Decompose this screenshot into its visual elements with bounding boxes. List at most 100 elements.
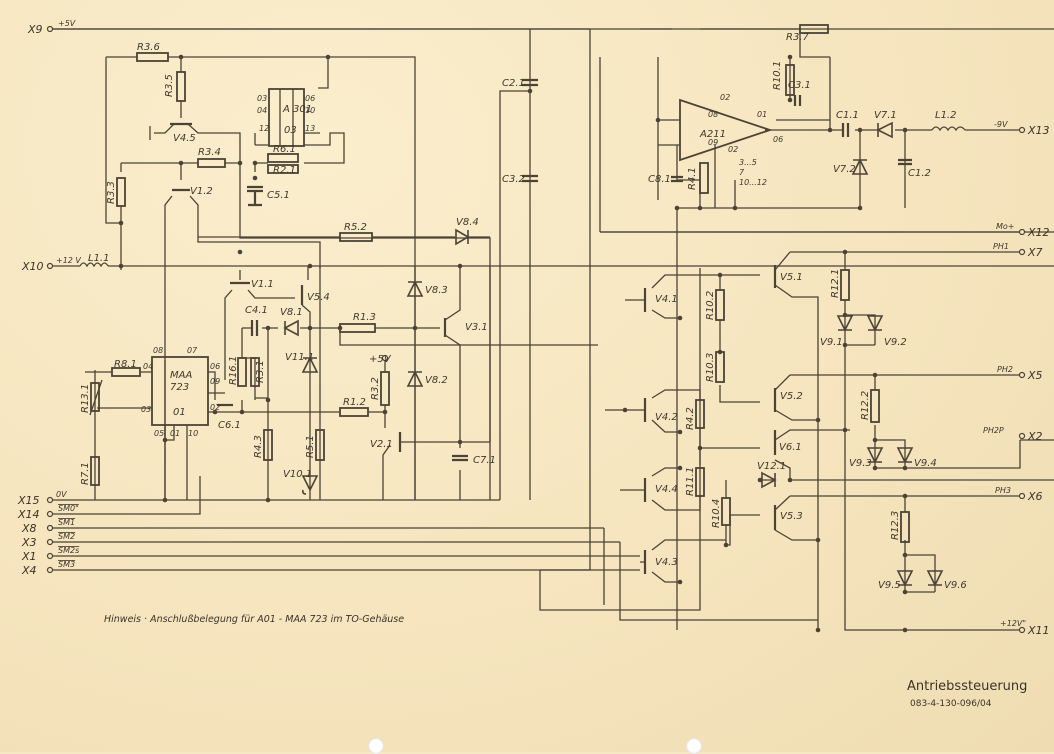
label-c7-1: C7.1 bbox=[473, 455, 496, 466]
label-a211-p02: 02 bbox=[728, 145, 738, 154]
label-a211: A211 bbox=[699, 129, 726, 140]
label-maa-p07: 07 bbox=[187, 346, 198, 355]
label-r16-1: R16.1 bbox=[228, 356, 239, 385]
diode-v8-3 bbox=[406, 280, 424, 297]
terminal-x12-id: X12 bbox=[1027, 226, 1050, 239]
diode-v9-6 bbox=[926, 570, 944, 587]
resistor-r11-1 bbox=[695, 467, 705, 497]
capacitor-c3-2 bbox=[522, 174, 538, 183]
label-c6-1: C6.1 bbox=[218, 420, 241, 431]
label-maa-p10: 10 bbox=[188, 429, 198, 438]
resistor-r12-1 bbox=[840, 269, 850, 301]
label-c1-2: C1.2 bbox=[908, 168, 931, 179]
terminal-x5-id: X5 bbox=[1027, 369, 1043, 382]
label-maa-p09: 09 bbox=[210, 377, 220, 386]
label-a211-p09: 09 bbox=[708, 138, 718, 147]
terminal-x13-signal: -9V bbox=[994, 120, 1008, 129]
terminal-x11-id: X11 bbox=[1027, 624, 1050, 637]
label-a211-p06: 06 bbox=[773, 135, 783, 144]
diode-v9-1 bbox=[836, 315, 854, 332]
resistor-r6-1 bbox=[267, 153, 299, 163]
label-maa-p05: 05 bbox=[154, 429, 164, 438]
label-c3-2: C3.2 bbox=[502, 174, 525, 185]
label-a211-gnd-1: 7 bbox=[739, 168, 745, 177]
label-r10-4: R10.4 bbox=[711, 499, 722, 528]
label-c8-1: C8.1 bbox=[648, 174, 671, 185]
label-v8-1: V8.1 bbox=[280, 307, 303, 318]
terminal-x11-signal: +12V" bbox=[1000, 619, 1026, 628]
resistor-r5-2 bbox=[339, 232, 373, 242]
terminal-x14-id: X14 bbox=[17, 508, 40, 521]
label-r8-1: R8.1 bbox=[114, 359, 137, 370]
label-a301: A 301 bbox=[282, 104, 312, 115]
label-v4-2: V4.2 bbox=[655, 412, 678, 423]
label-v12-1: V12.1 bbox=[757, 461, 786, 472]
label-maa723: MAA bbox=[170, 370, 192, 381]
terminal-x6-signal: PH3 bbox=[995, 486, 1011, 495]
label-v4-4: V4.4 bbox=[655, 484, 678, 495]
label-v5-1: V5.1 bbox=[780, 272, 803, 283]
label-v9-6: V9.6 bbox=[944, 580, 967, 591]
label-l1-1: L1.1 bbox=[88, 253, 109, 264]
label-maa-p06: 06 bbox=[210, 362, 220, 371]
label-v4-3: V4.3 bbox=[655, 557, 678, 568]
capacitor-c8-1 bbox=[671, 175, 683, 183]
capacitor-c5-1 bbox=[247, 185, 263, 207]
label-v7-1: V7.1 bbox=[874, 110, 897, 121]
label-v9-4: V9.4 bbox=[914, 458, 937, 469]
label-r3-4: R3.4 bbox=[198, 147, 221, 158]
terminal-x12-signal: Mo+ bbox=[996, 222, 1015, 231]
resistor-r3-2 bbox=[380, 371, 390, 406]
label-maa-p02: 02 bbox=[210, 403, 220, 412]
label-c4-1: C4.1 bbox=[245, 305, 268, 316]
capacitor-c7-1 bbox=[452, 454, 468, 462]
label-r6-1: R6.1 bbox=[273, 144, 296, 155]
resistor-r3-4 bbox=[197, 158, 226, 168]
terminal-x15-signal: 0V bbox=[56, 490, 67, 499]
label-v8-3: V8.3 bbox=[425, 285, 448, 296]
pin-assignment-note: Hinweis · Anschlußbelegung für A01 - MAA… bbox=[104, 614, 404, 625]
diode-v8-4 bbox=[455, 228, 470, 246]
resistor-r10-4 bbox=[721, 497, 731, 526]
resistor-r10-3 bbox=[715, 351, 725, 383]
label-v10-1: V10.1 bbox=[283, 469, 312, 480]
resistor-r8-1 bbox=[111, 367, 141, 377]
resistor-r5-1 bbox=[315, 429, 325, 461]
label-r10-2: R10.2 bbox=[705, 291, 716, 320]
label-r12-3: R12.3 bbox=[890, 511, 901, 540]
diode-v9-4 bbox=[896, 447, 914, 464]
component-labels: R3.6 R3.5 V4.5 R3.4 R3.3 V1.2 L1.1 A 301… bbox=[80, 32, 967, 591]
label-a211-p02top: 02 bbox=[720, 93, 730, 102]
terminal-x4-signal: SM3 bbox=[58, 560, 75, 569]
diode-v9-3 bbox=[866, 447, 884, 464]
transistors bbox=[170, 122, 777, 574]
label-r2-1: R2.1 bbox=[273, 165, 296, 176]
label-v9-5: V9.5 bbox=[878, 580, 901, 591]
label-plus5v-local: +5V bbox=[369, 354, 392, 365]
label-r3-6: R3.6 bbox=[137, 42, 160, 53]
diode-v8-2 bbox=[406, 370, 424, 387]
resistor-r12-2 bbox=[870, 389, 880, 423]
resistor-r10-2 bbox=[715, 289, 725, 321]
label-a301-p12: 12 bbox=[259, 124, 269, 133]
capacitors bbox=[217, 78, 912, 462]
label-r7-1: R7.1 bbox=[80, 462, 91, 485]
label-r3-2: R3.2 bbox=[370, 377, 381, 400]
label-v8-4: V8.4 bbox=[456, 217, 479, 228]
label-v4-1: V4.1 bbox=[655, 294, 678, 305]
label-maa723-num: 723 bbox=[170, 382, 189, 393]
terminal-x9-signal: +5V bbox=[58, 19, 76, 28]
punch-hole-left bbox=[368, 738, 384, 754]
label-maa723-sub: 01 bbox=[173, 407, 186, 418]
terminal-circles bbox=[46, 25, 1026, 634]
resistor-r7-1 bbox=[90, 456, 100, 486]
label-v9-3: V9.3 bbox=[849, 458, 872, 469]
ic-maa723 bbox=[151, 356, 209, 426]
capacitor-c4-1 bbox=[250, 320, 259, 336]
label-a211-p08: 08 bbox=[708, 110, 718, 119]
terminal-x9-id: X9 bbox=[27, 23, 43, 36]
terminal-x2-id: X2 bbox=[1027, 430, 1043, 443]
terminal-x8-signal: SM1 bbox=[58, 518, 75, 527]
label-v9-1: V9.1 bbox=[820, 337, 843, 348]
